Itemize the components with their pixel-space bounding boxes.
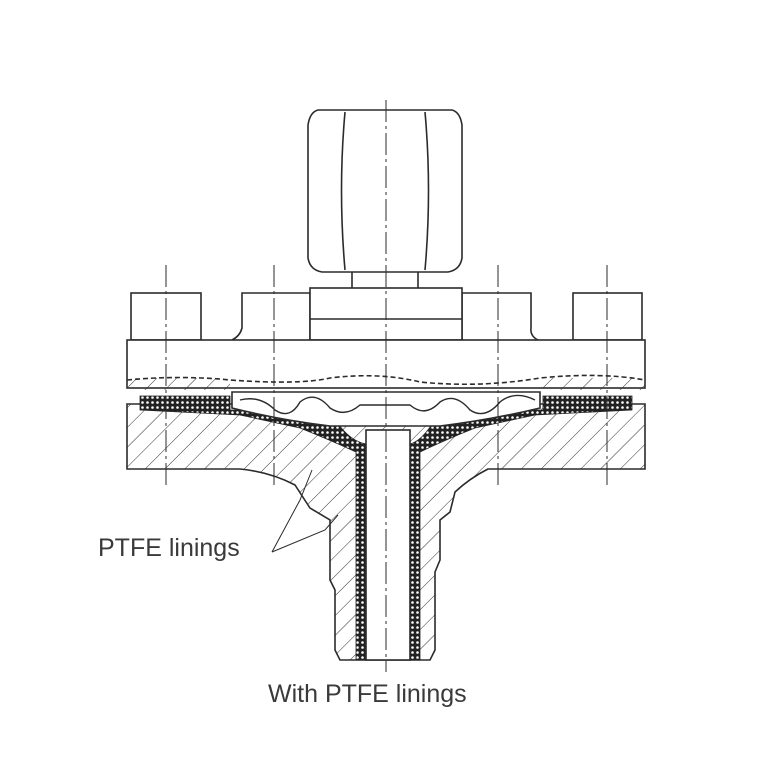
bore xyxy=(365,429,411,661)
ptfe-linings-callout: PTFE linings xyxy=(98,534,240,562)
figure-caption: With PTFE linings xyxy=(268,680,467,708)
hex-nut xyxy=(307,109,463,288)
callout-leaders xyxy=(271,469,339,553)
